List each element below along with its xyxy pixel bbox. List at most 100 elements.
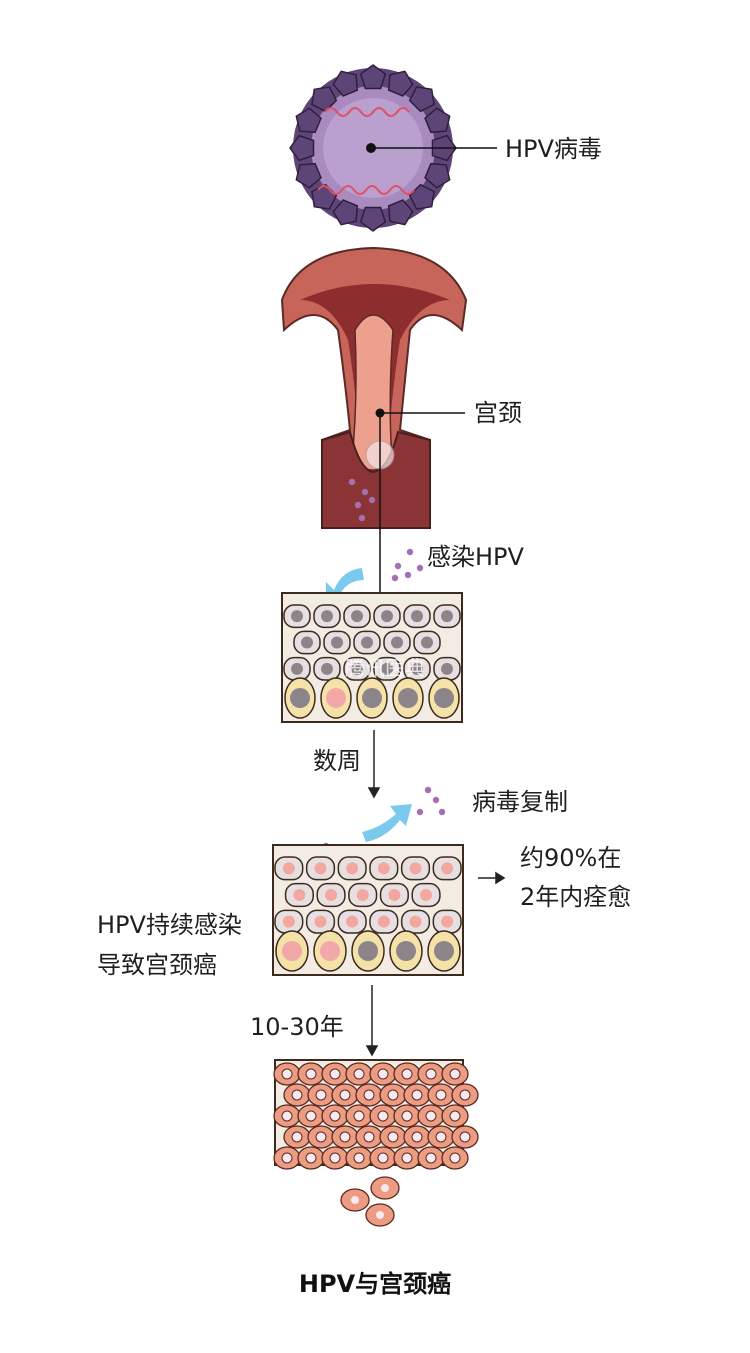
uterus-illustration bbox=[280, 246, 468, 592]
replication-arrow-icon bbox=[362, 804, 412, 842]
virus-particle bbox=[438, 808, 446, 816]
cell-nucleus bbox=[376, 1211, 384, 1219]
cell-nucleus bbox=[305, 1068, 317, 1080]
cell-nucleus bbox=[351, 1196, 359, 1204]
cell-nucleus bbox=[425, 1068, 437, 1080]
cell-nucleus bbox=[281, 1068, 293, 1080]
cell-nucleus bbox=[358, 941, 378, 961]
virus-particle bbox=[416, 808, 424, 816]
cervix-label: 宫颈 bbox=[474, 399, 522, 427]
persistent-label-line2: 导致宫颈癌 bbox=[97, 951, 217, 979]
cancer-tissue-illustration bbox=[273, 1059, 479, 1227]
cell-nucleus bbox=[351, 662, 363, 675]
cell-nucleus bbox=[398, 688, 418, 708]
cell-nucleus bbox=[449, 1068, 461, 1080]
cell-nucleus bbox=[281, 1152, 293, 1164]
cell-nucleus bbox=[377, 1110, 389, 1122]
cell-nucleus bbox=[282, 915, 295, 928]
cell-nucleus bbox=[387, 1131, 399, 1143]
cell-nucleus bbox=[353, 1068, 365, 1080]
cell-nucleus bbox=[421, 636, 433, 649]
cell-nucleus bbox=[411, 610, 423, 623]
cell-nucleus bbox=[420, 889, 433, 901]
recovery-label-line2: 2年内痊愈 bbox=[520, 883, 632, 911]
cell-nucleus bbox=[411, 1089, 423, 1101]
capsomere bbox=[359, 64, 387, 90]
watermark: 腾讯医典 bbox=[345, 656, 425, 680]
cell-nucleus bbox=[425, 1110, 437, 1122]
cell-nucleus bbox=[353, 1152, 365, 1164]
cell-nucleus bbox=[346, 915, 359, 928]
virus-particle bbox=[424, 786, 432, 794]
cell-nucleus bbox=[401, 1068, 413, 1080]
capsomere bbox=[408, 183, 435, 210]
capsomere bbox=[359, 206, 387, 232]
cell-nucleus bbox=[351, 610, 363, 623]
capsomere bbox=[408, 86, 435, 113]
virus-particle bbox=[358, 514, 366, 522]
capsomere bbox=[311, 86, 338, 113]
capsomere bbox=[332, 70, 359, 97]
cell-nucleus bbox=[381, 1184, 389, 1192]
years-label: 10-30年 bbox=[250, 1013, 344, 1041]
weeks-label: 数周 bbox=[313, 747, 361, 775]
cell-nucleus bbox=[409, 862, 422, 875]
cell-nucleus bbox=[320, 941, 340, 961]
virus-particle bbox=[416, 564, 424, 572]
cell-nucleus bbox=[329, 1110, 341, 1122]
cell-nucleus bbox=[459, 1089, 471, 1101]
virus-particle bbox=[348, 478, 356, 486]
cell-nucleus bbox=[449, 1110, 461, 1122]
cell-nucleus bbox=[363, 1131, 375, 1143]
cell-nucleus bbox=[401, 1110, 413, 1122]
virus-particle bbox=[354, 501, 362, 509]
cell-nucleus bbox=[387, 1089, 399, 1101]
cell-nucleus bbox=[331, 636, 343, 649]
cell-nucleus bbox=[459, 1131, 471, 1143]
virus-particle bbox=[391, 574, 399, 582]
cell-nucleus bbox=[435, 1089, 447, 1101]
virus-particle bbox=[368, 496, 376, 504]
capsomere bbox=[424, 107, 451, 134]
capsomere bbox=[289, 134, 315, 162]
diagram-title: HPV与宫颈癌 bbox=[298, 1270, 452, 1298]
cell-nucleus bbox=[305, 1110, 317, 1122]
cell-nucleus bbox=[329, 1068, 341, 1080]
capsomere bbox=[332, 199, 359, 226]
persistent-label-line1: HPV持续感染 bbox=[97, 911, 242, 939]
recovery-label-line1: 约90%在 bbox=[520, 844, 622, 872]
cell-nucleus bbox=[396, 941, 416, 961]
cell-nucleus bbox=[377, 1152, 389, 1164]
cell-nucleus bbox=[363, 1089, 375, 1101]
capsomere bbox=[295, 107, 322, 134]
cell-nucleus bbox=[282, 941, 302, 961]
hpv-virus-illustration bbox=[289, 64, 497, 232]
virus-particle bbox=[406, 548, 414, 556]
capsomere bbox=[387, 199, 414, 226]
cell-nucleus bbox=[290, 688, 310, 708]
cell-nucleus bbox=[362, 688, 382, 708]
cell-nucleus bbox=[449, 1152, 461, 1164]
cell-nucleus bbox=[321, 662, 333, 675]
cell-nucleus bbox=[339, 1089, 351, 1101]
cell-nucleus bbox=[329, 1152, 341, 1164]
cell-nucleus bbox=[315, 1089, 327, 1101]
virus-particle bbox=[404, 571, 412, 579]
replication-tissue-illustration bbox=[272, 844, 464, 976]
cell-nucleus bbox=[441, 915, 454, 928]
cell-nucleus bbox=[377, 915, 390, 928]
cell-nucleus bbox=[361, 636, 373, 649]
cell-nucleus bbox=[339, 1131, 351, 1143]
cell-nucleus bbox=[291, 610, 303, 623]
cell-nucleus bbox=[441, 662, 453, 675]
cell-nucleus bbox=[293, 889, 306, 901]
cell-nucleus bbox=[346, 862, 359, 875]
cell-nucleus bbox=[377, 862, 390, 875]
cell-nucleus bbox=[425, 1152, 437, 1164]
cell-nucleus bbox=[435, 1131, 447, 1143]
cell-nucleus bbox=[301, 636, 313, 649]
cell-nucleus bbox=[291, 1131, 303, 1143]
cell-nucleus bbox=[441, 862, 454, 875]
cell-nucleus bbox=[326, 688, 346, 708]
capsomere bbox=[387, 70, 414, 97]
